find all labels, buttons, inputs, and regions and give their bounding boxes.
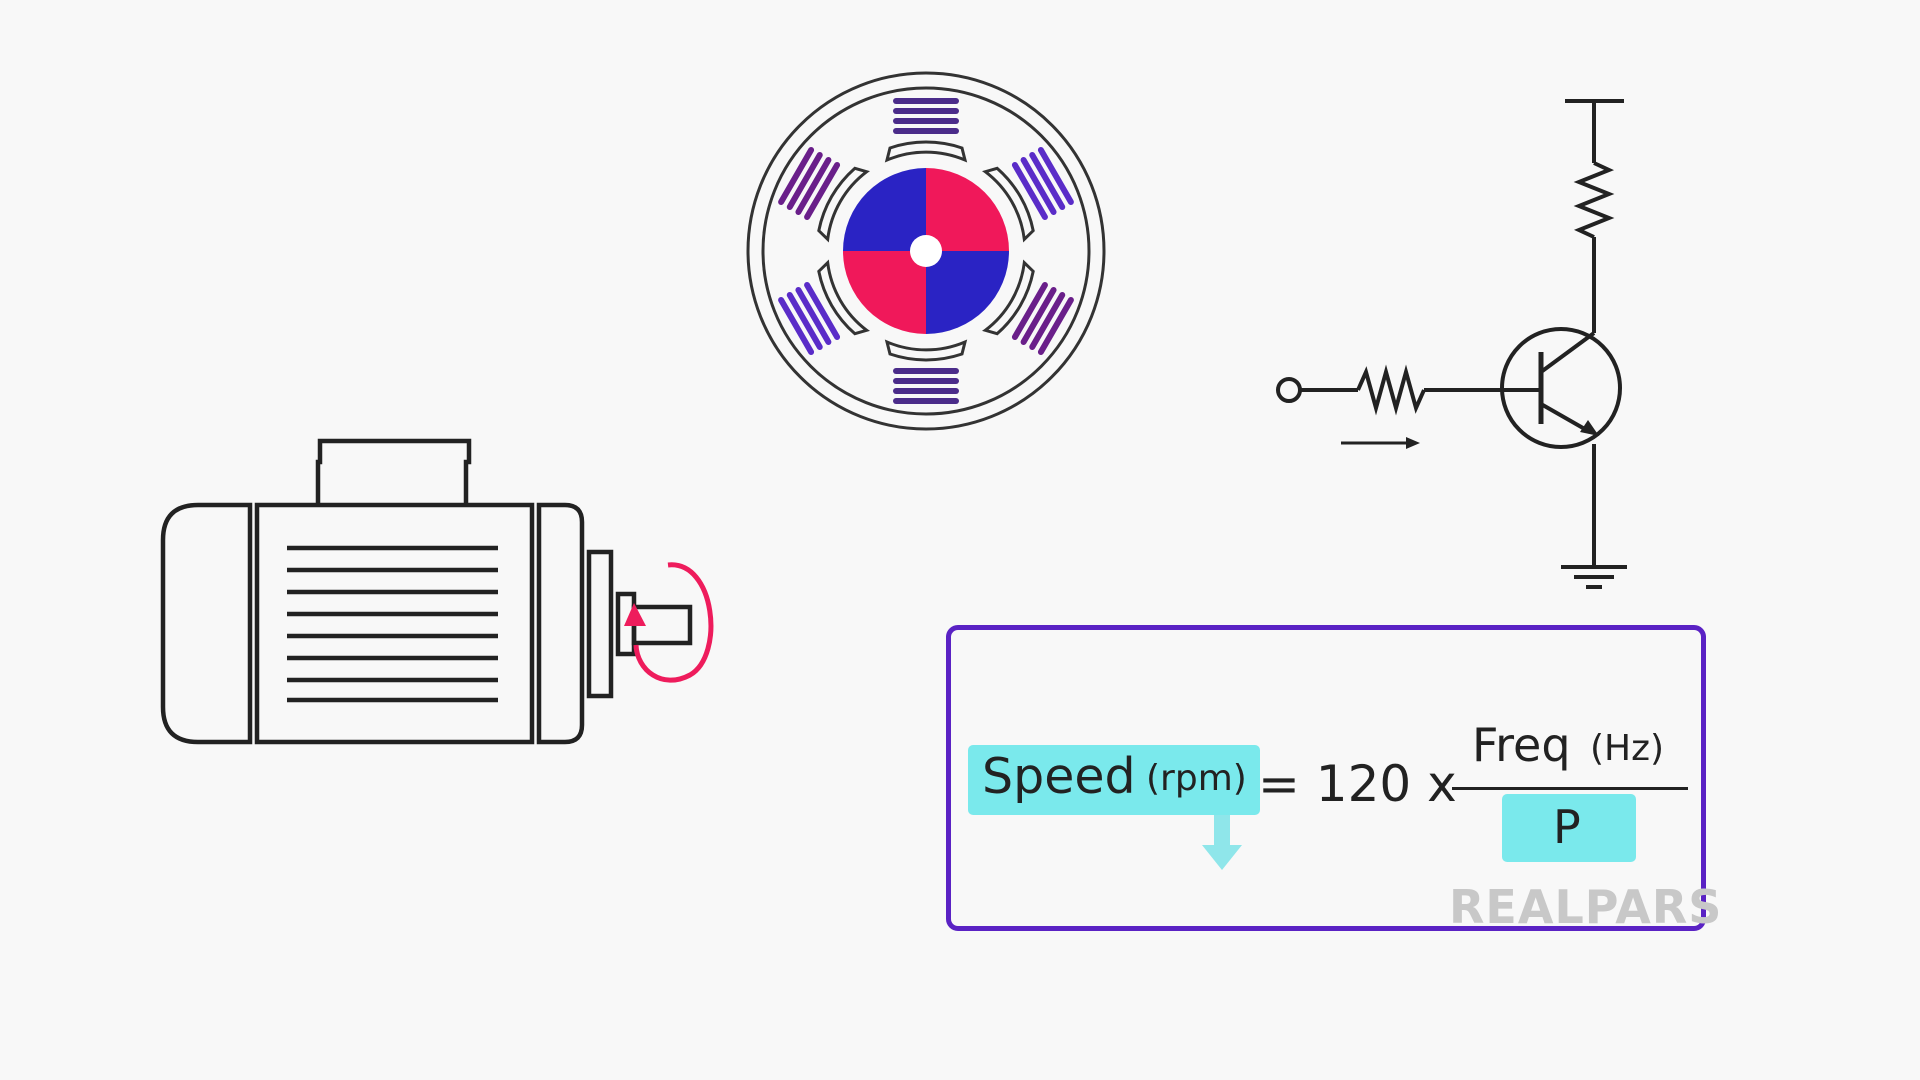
speed-label: Speed	[982, 748, 1136, 805]
motor-fins	[287, 545, 498, 703]
rotation-arrow-icon	[624, 562, 714, 683]
frequency-label: Freq	[1472, 718, 1571, 772]
pole-shoes	[817, 140, 1035, 362]
poles-highlight	[1502, 794, 1636, 862]
transistor-circuit-icon	[1276, 99, 1627, 589]
emitter-arrow	[1580, 420, 1599, 436]
frequency-unit: (Hz)	[1590, 728, 1665, 769]
poles-label: P	[1553, 800, 1581, 854]
formula-box	[946, 625, 1706, 931]
rotor	[843, 168, 1009, 334]
speed-down-arrow-icon	[1202, 815, 1242, 870]
equals-constant: = 120 x	[1258, 755, 1457, 813]
coil-upper-right	[1011, 147, 1074, 220]
fraction-line	[1452, 787, 1688, 790]
electric-motor-icon	[160, 438, 693, 745]
coil-lower-right	[1011, 282, 1074, 355]
stator-rotor-icon	[746, 71, 1106, 431]
current-arrow	[1406, 437, 1420, 449]
coil-upper-left	[778, 147, 841, 220]
brand-logo: REALPARS	[1449, 880, 1723, 934]
coil-bottom	[893, 368, 959, 404]
speed-unit: (rpm)	[1146, 758, 1247, 799]
coil-lower-left	[778, 282, 841, 355]
speed-highlight	[968, 745, 1260, 815]
coil-top	[893, 98, 959, 134]
